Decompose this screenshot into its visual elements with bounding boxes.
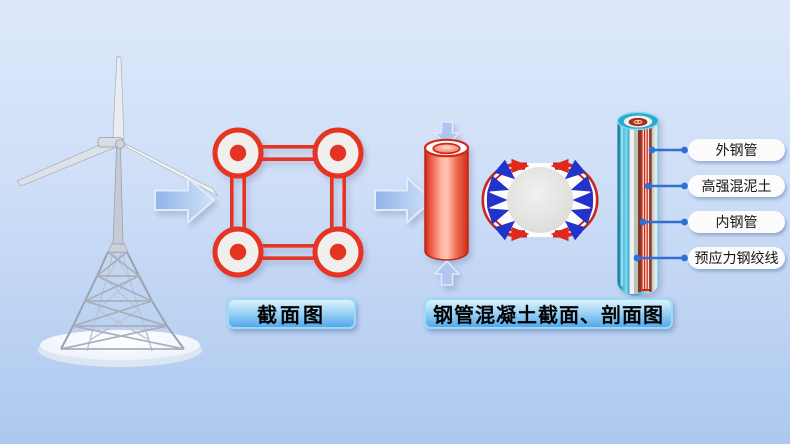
- inner-steel-tube-strip: [638, 121, 642, 292]
- label-outer-steel-tube: 外钢管: [688, 139, 785, 161]
- compression-arrow-up-icon: [434, 260, 460, 286]
- flow-arrow-1: [154, 177, 215, 224]
- concrete-core-circle: [507, 167, 573, 233]
- tube-highlight: [620, 126, 624, 286]
- cylinder-body: [424, 147, 469, 261]
- concrete-layer-strip: [629, 121, 634, 294]
- label-connectors: [633, 146, 688, 262]
- flow-arrow-2: [374, 177, 434, 224]
- wind-turbine-illustration: [16, 55, 219, 367]
- label-high-strength-concrete: 高强混泥土: [688, 175, 785, 197]
- chord-center-dot: [329, 243, 347, 261]
- platform-disc-top: [40, 330, 200, 360]
- blade-right: [121, 141, 219, 197]
- inner-steel-tube-strip-right: [649, 121, 652, 292]
- lattice-tower: [60, 242, 185, 352]
- confinement-pressure-diagram: [481, 158, 599, 242]
- concrete-layer-strip-right: [651, 121, 657, 295]
- strand-white-stripes: [642, 121, 650, 289]
- label-inner-steel-tube: 内钢管: [688, 211, 785, 233]
- chord-tube-circles: [212, 127, 364, 278]
- tower-pole: [112, 146, 124, 245]
- square-cross-section-diagram: [212, 127, 364, 278]
- column-top-strand-dot: [636, 121, 640, 123]
- chord-center-dot: [229, 243, 247, 261]
- confinement-pressure-arrows: [487, 159, 593, 241]
- label-prestressed-strand: 预应力钢绞线: [688, 247, 785, 269]
- concrete-shadow-strip: [634, 121, 638, 294]
- compressed-tube-illustration: [423, 121, 470, 286]
- cylinder-top-hole: [432, 142, 461, 155]
- chord-center-dot: [229, 144, 247, 162]
- column-top-strand-stripe: [633, 119, 643, 125]
- chord-center-dot: [329, 144, 347, 162]
- cft-column-cutaway: [616, 111, 660, 296]
- caption-cft-section-profile: 钢管混凝土截面、剖面图: [424, 298, 673, 329]
- rotor-hub: [115, 139, 125, 149]
- blade-up: [112, 55, 125, 149]
- caption-section-view: 截面图: [227, 298, 356, 329]
